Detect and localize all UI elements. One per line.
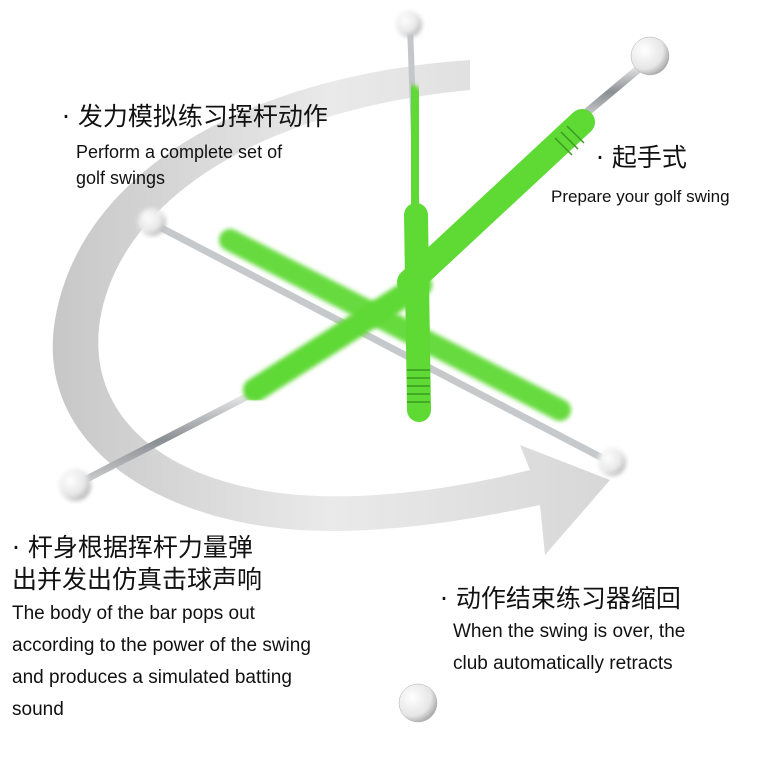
annotation-bottom-left-line4: sound	[12, 699, 64, 720]
annotation-bottom-left-line3: and produces a simulated batting	[12, 667, 292, 688]
club-address-position	[397, 36, 670, 295]
club-swing-phase-1	[138, 208, 626, 476]
annotation-top-right-line1: Prepare your golf swing	[551, 187, 730, 206]
annotation-bottom-right: · 动作结束练习器缩回 When the swing is over, the …	[440, 584, 760, 680]
club-final-position	[398, 203, 438, 723]
annotation-top-right: · 起手式 Prepare your golf swing	[551, 143, 769, 210]
annotation-bottom-left-heading1: · 杆身根据挥杆力量弹	[12, 533, 253, 562]
annotation-bottom-right-heading: · 动作结束练习器缩回	[440, 584, 681, 613]
annotation-top-left: · 发力模拟练习挥杆动作 Perform a complete set of g…	[62, 102, 392, 191]
annotation-bottom-left-line1: The body of the bar pops out	[12, 603, 255, 624]
annotation-top-left-line2: golf swings	[76, 168, 166, 188]
annotation-bottom-left: · 杆身根据挥杆力量弹 出并发出仿真击球声响 The body of the b…	[12, 533, 407, 726]
annotation-top-right-heading: · 起手式	[596, 143, 687, 172]
club-swing-phase-2	[59, 273, 432, 501]
annotation-bottom-right-line1: When the swing is over, the	[453, 621, 686, 642]
annotation-top-left-line1: Perform a complete set of	[76, 142, 283, 162]
annotation-bottom-right-line2: club automatically retracts	[453, 653, 673, 674]
annotation-bottom-left-line2: according to the power of the swing	[12, 635, 311, 656]
annotation-top-left-heading: · 发力模拟练习挥杆动作	[62, 102, 328, 131]
swing-arrow	[52, 60, 611, 555]
annotation-bottom-left-heading2: 出并发出仿真击球声响	[12, 565, 263, 594]
